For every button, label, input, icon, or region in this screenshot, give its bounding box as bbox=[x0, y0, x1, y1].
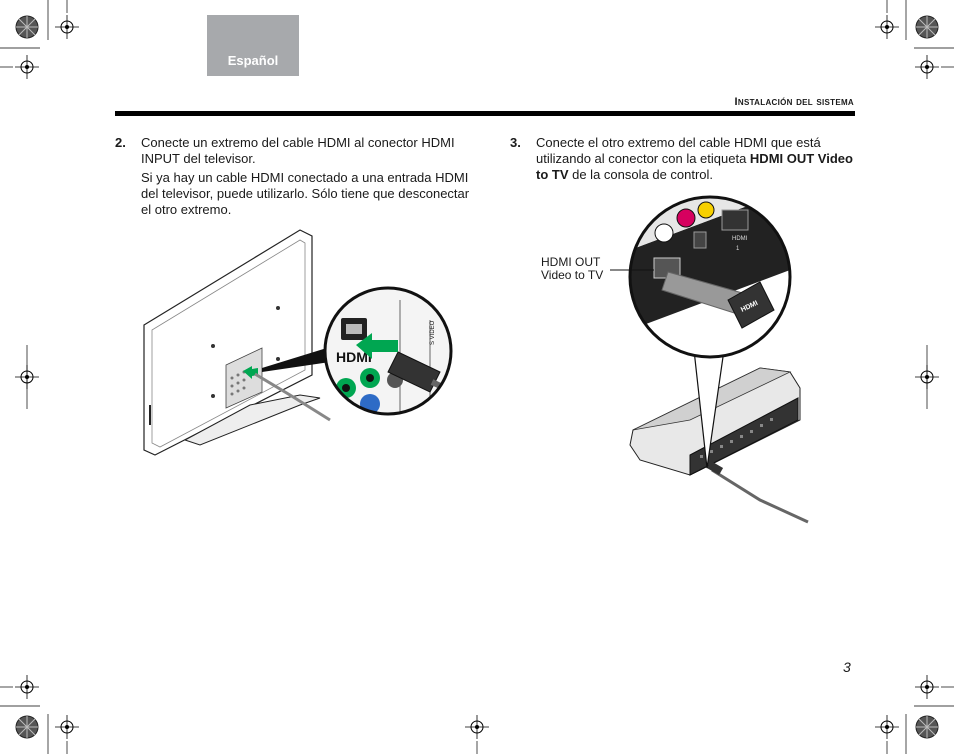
small-green-arrow bbox=[243, 366, 258, 379]
header-rule bbox=[115, 111, 855, 116]
step2-note: Si ya hay un cable HDMI conectado a una … bbox=[141, 170, 470, 217]
hdmi-out-callout: HDMI OUT Video to TV bbox=[541, 256, 603, 282]
console-zoom-circle: HDMI 1 HDMI bbox=[628, 195, 792, 359]
section-title: Instalación del sistema bbox=[734, 96, 854, 108]
corner-star-bl bbox=[15, 715, 39, 739]
tv-zoom-circle: HDMI S VIDEO bbox=[323, 286, 453, 416]
big-green-arrow bbox=[356, 333, 398, 359]
callout-line1: HDMI OUT bbox=[541, 255, 601, 269]
svg-text:S VIDEO: S VIDEO bbox=[430, 320, 436, 345]
step2-number: 2. bbox=[115, 135, 126, 150]
svg-text:1: 1 bbox=[736, 246, 740, 252]
step3-text-after: de la consola de control. bbox=[568, 167, 714, 182]
page-number: 3 bbox=[843, 659, 851, 675]
svg-text:HDMI: HDMI bbox=[732, 236, 748, 242]
step3-text: Conecte el otro extremo del cable HDMI q… bbox=[536, 135, 856, 183]
step3-text-before: Conecte el otro extremo del cable HDMI q… bbox=[536, 135, 821, 166]
corner-star-br bbox=[915, 715, 939, 739]
step3-text-bold: HDMI OUT Video to TV bbox=[536, 151, 853, 182]
corner-star-tr bbox=[915, 15, 939, 39]
language-tab: Español bbox=[207, 15, 299, 76]
language-tab-label: Español bbox=[227, 53, 279, 68]
console-illustration bbox=[629, 367, 809, 524]
step3-number: 3. bbox=[510, 135, 521, 150]
callout-line2: Video to TV bbox=[541, 268, 604, 282]
corner-star-tl bbox=[15, 15, 39, 39]
svg-text:HDMI: HDMI bbox=[336, 349, 372, 365]
step2-text: Conecte un extremo del cable HDMI al con… bbox=[141, 135, 455, 166]
tv-illustration bbox=[143, 229, 331, 456]
